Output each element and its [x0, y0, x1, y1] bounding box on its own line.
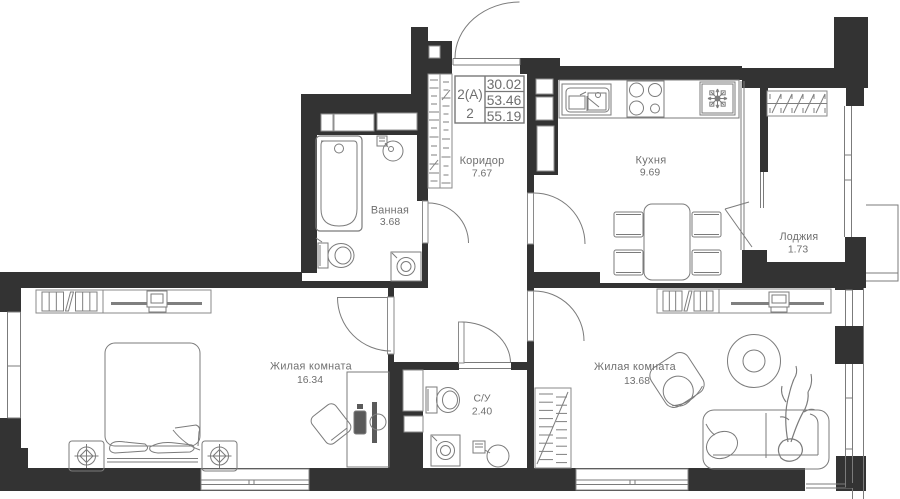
svg-text:16.34: 16.34 [297, 375, 323, 386]
svg-text:С/У: С/У [474, 394, 491, 405]
svg-text:Коридор: Коридор [460, 155, 505, 167]
svg-text:53.46: 53.46 [487, 93, 522, 108]
svg-text:55.19: 55.19 [487, 109, 522, 124]
svg-text:3.68: 3.68 [380, 217, 400, 228]
svg-text:9.69: 9.69 [640, 168, 660, 179]
svg-text:2: 2 [466, 106, 474, 121]
svg-text:Ванная: Ванная [371, 205, 409, 217]
svg-text:2.40: 2.40 [472, 407, 492, 418]
svg-text:Жилая комната: Жилая комната [594, 361, 676, 373]
svg-text:13.68: 13.68 [624, 376, 650, 387]
svg-text:Кухня: Кухня [636, 155, 667, 167]
svg-text:Жилая комната: Жилая комната [270, 361, 352, 373]
svg-text:1.73: 1.73 [788, 245, 808, 256]
svg-text:Лоджия: Лоджия [780, 231, 819, 243]
svg-text:7.67: 7.67 [472, 169, 492, 180]
svg-text:2(А): 2(А) [457, 87, 483, 102]
svg-text:30.02: 30.02 [487, 77, 522, 92]
